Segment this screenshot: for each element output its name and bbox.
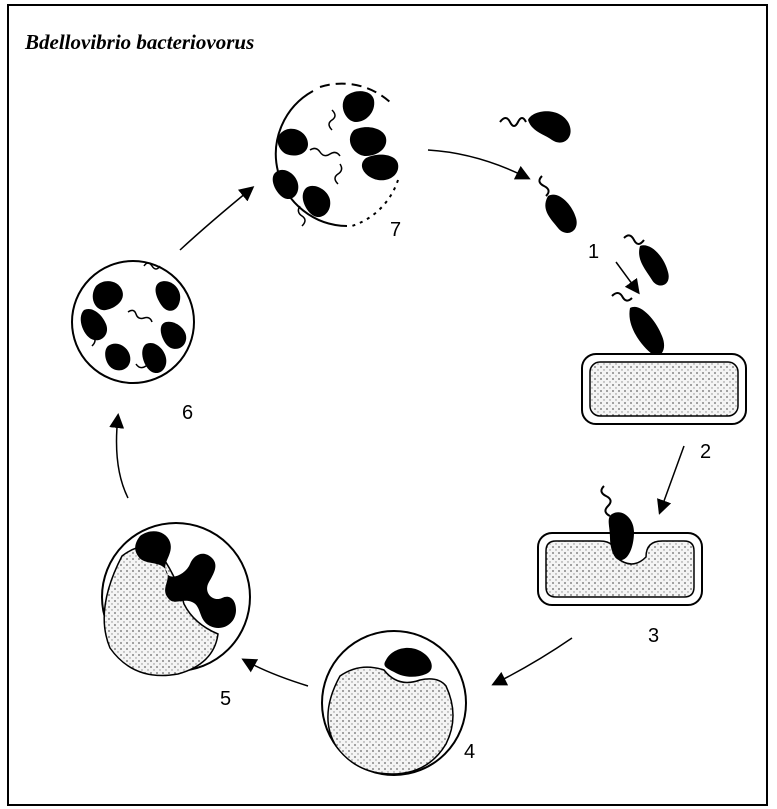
arrow-6-to-7 xyxy=(180,188,252,250)
stage-label-1: 1 xyxy=(588,241,599,263)
arrow-5-to-6 xyxy=(116,416,128,498)
arrow-3-to-4 xyxy=(494,638,572,684)
stage-6-septation xyxy=(72,261,194,383)
stage-5-growth xyxy=(102,523,250,676)
stage-label-6: 6 xyxy=(182,402,193,424)
stage-3-penetration xyxy=(538,486,702,605)
stage-label-7: 7 xyxy=(390,219,401,241)
arrow-1-to-2 xyxy=(616,262,638,292)
stage-7-lysis-release xyxy=(273,84,399,226)
arrow-4-to-5 xyxy=(244,660,308,686)
stage-label-3: 3 xyxy=(648,625,659,647)
stage-label-2: 2 xyxy=(700,441,711,463)
stage-2-attachment xyxy=(582,293,746,424)
arrow-7-to-1 xyxy=(428,150,528,178)
stage-4-bdelloplast xyxy=(322,631,466,775)
stage-label-5: 5 xyxy=(220,688,231,710)
stage-1-free-bdellovibrio xyxy=(500,111,669,285)
arrow-2-to-3 xyxy=(660,446,684,512)
stage-label-4: 4 xyxy=(464,741,475,763)
